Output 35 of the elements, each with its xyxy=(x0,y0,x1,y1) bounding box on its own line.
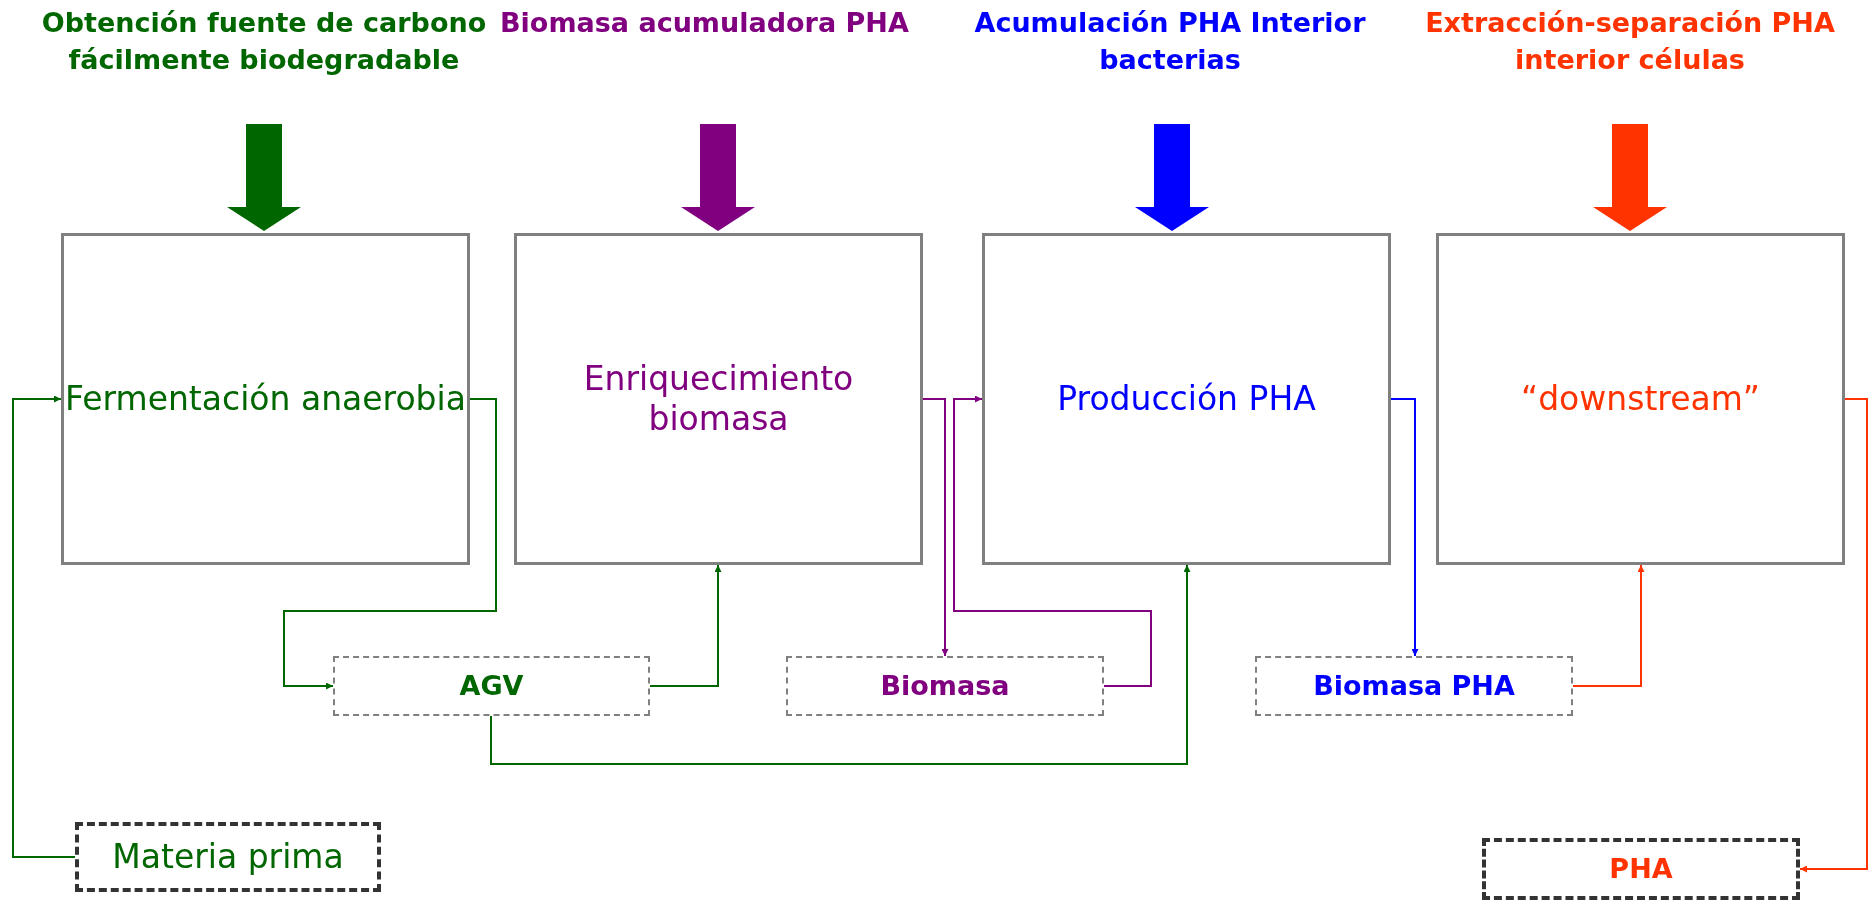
node-label: Biomasa PHA xyxy=(1313,668,1515,703)
block-arrow xyxy=(681,124,755,231)
arrow xyxy=(649,564,722,687)
node-label: Biomasa acumuladora PHA xyxy=(500,6,909,40)
product-box xyxy=(1255,656,1573,716)
arrow xyxy=(922,398,949,657)
arrow xyxy=(1799,398,1868,873)
node-label: AGV xyxy=(459,668,524,703)
output-box xyxy=(1482,838,1800,900)
node-label: PHA xyxy=(1609,851,1673,886)
block-arrow xyxy=(1135,124,1209,231)
product-box xyxy=(333,656,650,716)
node-label: “downstream” xyxy=(1521,379,1760,419)
arrow xyxy=(1390,398,1419,657)
product-box xyxy=(786,656,1104,716)
node-label: Producción PHA xyxy=(1057,379,1316,419)
node-label: Fermentación anaerobia xyxy=(65,379,466,419)
process-box xyxy=(1436,233,1845,565)
process-box xyxy=(61,233,470,565)
arrow xyxy=(12,395,76,858)
arrow xyxy=(1572,564,1645,687)
process-box xyxy=(982,233,1391,565)
node-label: Biomasa xyxy=(880,668,1010,703)
arrow xyxy=(490,564,1191,765)
node-label: Enriquecimiento biomasa xyxy=(582,359,855,439)
node-label: Extracción-separación PHA interior células xyxy=(1424,6,1836,77)
block-arrow xyxy=(1593,124,1667,231)
process-box xyxy=(514,233,923,565)
node-label: Obtención fuente de carbono fácilmente biodegradable xyxy=(40,6,488,77)
block-arrow xyxy=(227,124,301,231)
node-label: Materia prima xyxy=(112,836,344,879)
node-label: Acumulación PHA Interior bacterias xyxy=(973,6,1367,77)
input-box xyxy=(75,822,381,892)
arrow xyxy=(953,395,1152,687)
arrow xyxy=(283,398,497,690)
